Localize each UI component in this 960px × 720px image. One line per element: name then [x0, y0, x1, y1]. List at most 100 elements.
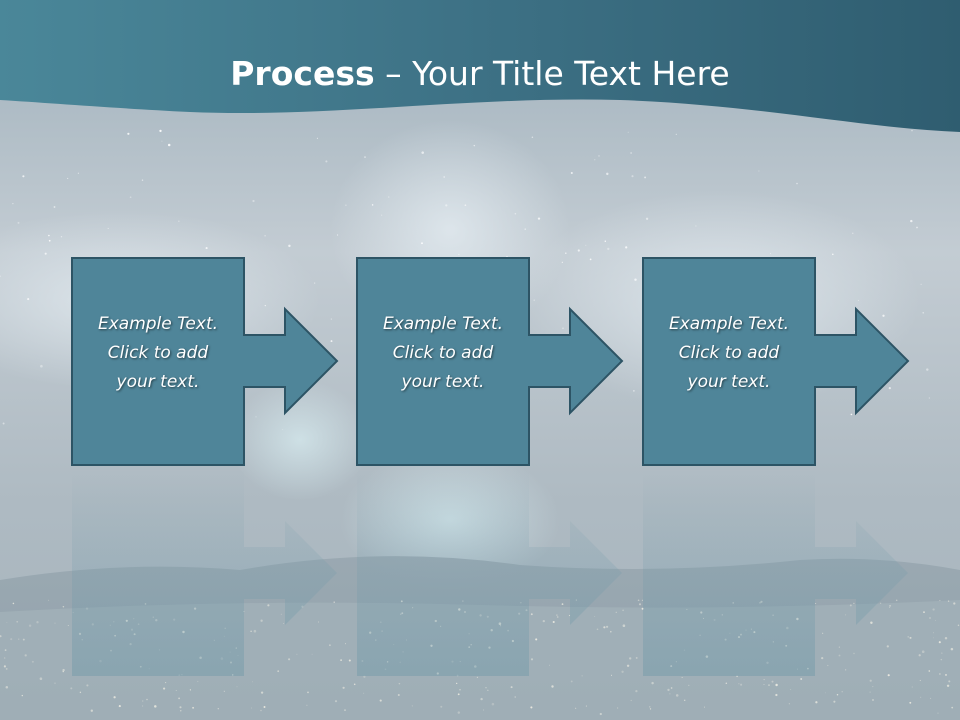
city-light: [596, 628, 599, 631]
city-light: [561, 603, 564, 605]
city-light: [935, 619, 937, 621]
star: [205, 247, 208, 250]
city-light: [638, 603, 642, 606]
city-light: [345, 643, 347, 645]
star: [911, 129, 913, 132]
star: [22, 175, 25, 178]
city-light: [895, 599, 898, 602]
city-light: [845, 669, 847, 671]
star: [831, 253, 834, 256]
city-light: [946, 684, 950, 688]
city-light: [457, 693, 460, 696]
star: [288, 244, 291, 248]
city-light: [260, 691, 264, 694]
step-reflection-shape: [643, 469, 908, 676]
city-light: [841, 691, 843, 693]
process-step-arrow-box[interactable]: [642, 257, 910, 466]
city-light: [31, 660, 34, 663]
city-light: [853, 652, 855, 655]
city-light: [459, 689, 461, 691]
star: [796, 182, 798, 185]
city-light: [932, 637, 934, 639]
city-light: [36, 621, 39, 624]
star: [282, 429, 284, 431]
city-light: [288, 658, 291, 661]
city-light: [251, 681, 253, 683]
city-light: [941, 652, 943, 654]
process-step-text-line: your text.: [116, 372, 200, 392]
star: [506, 255, 508, 258]
city-light: [887, 674, 890, 677]
slide-title[interactable]: Process – Your Title Text Here: [0, 52, 960, 96]
city-light: [530, 706, 533, 709]
city-light: [280, 613, 282, 615]
star: [916, 226, 918, 229]
city-light: [921, 650, 925, 653]
process-step-arrow-box[interactable]: [356, 257, 624, 466]
city-light: [296, 653, 298, 655]
city-light: [6, 621, 8, 623]
star: [27, 298, 30, 301]
city-light: [822, 632, 824, 634]
city-light: [398, 682, 401, 685]
city-light: [763, 679, 765, 681]
star: [330, 318, 332, 320]
city-light: [530, 658, 534, 661]
city-light: [630, 699, 632, 702]
star: [606, 172, 609, 176]
city-light: [333, 601, 335, 603]
city-light: [944, 636, 948, 640]
city-light: [637, 599, 640, 602]
city-light: [621, 670, 624, 673]
star: [48, 234, 50, 237]
city-light: [118, 705, 121, 708]
process-step-text-line: Click to add: [107, 343, 209, 363]
city-light: [4, 657, 6, 659]
star: [464, 204, 467, 207]
city-light: [821, 656, 824, 660]
city-light: [189, 689, 192, 691]
star: [421, 242, 423, 245]
city-light: [603, 626, 606, 629]
city-light: [610, 674, 613, 676]
city-light: [594, 615, 596, 617]
city-light: [363, 692, 365, 694]
star: [67, 177, 69, 179]
city-light: [18, 638, 20, 640]
star: [910, 219, 913, 223]
city-light: [260, 619, 263, 622]
city-light: [788, 703, 790, 705]
star: [852, 232, 854, 234]
star: [695, 225, 697, 227]
city-light: [886, 645, 889, 648]
star: [421, 151, 424, 154]
city-light: [872, 686, 874, 688]
city-light: [932, 608, 935, 611]
city-light: [681, 677, 683, 678]
step-reflection-shape: [72, 469, 337, 676]
star: [570, 171, 573, 175]
process-step-arrow-box[interactable]: [71, 257, 339, 466]
star: [252, 199, 255, 203]
city-light: [937, 712, 939, 714]
star: [598, 155, 600, 157]
title-banner: [0, 0, 960, 132]
city-light: [175, 690, 177, 691]
city-light: [703, 706, 705, 708]
process-step-text-line: Example Text.: [97, 314, 219, 334]
star: [129, 196, 132, 199]
process-step-text[interactable]: Example Text. Click to add your text.: [72, 310, 244, 397]
city-light: [483, 709, 485, 711]
city-light: [938, 641, 941, 644]
city-light: [180, 710, 182, 712]
city-light: [824, 692, 826, 694]
star: [371, 204, 374, 206]
city-light: [277, 670, 280, 673]
city-light: [870, 621, 873, 624]
city-light: [12, 602, 15, 605]
city-light: [945, 673, 947, 676]
title-rest-text: – Your Title Text Here: [374, 54, 730, 93]
star: [2, 422, 5, 425]
